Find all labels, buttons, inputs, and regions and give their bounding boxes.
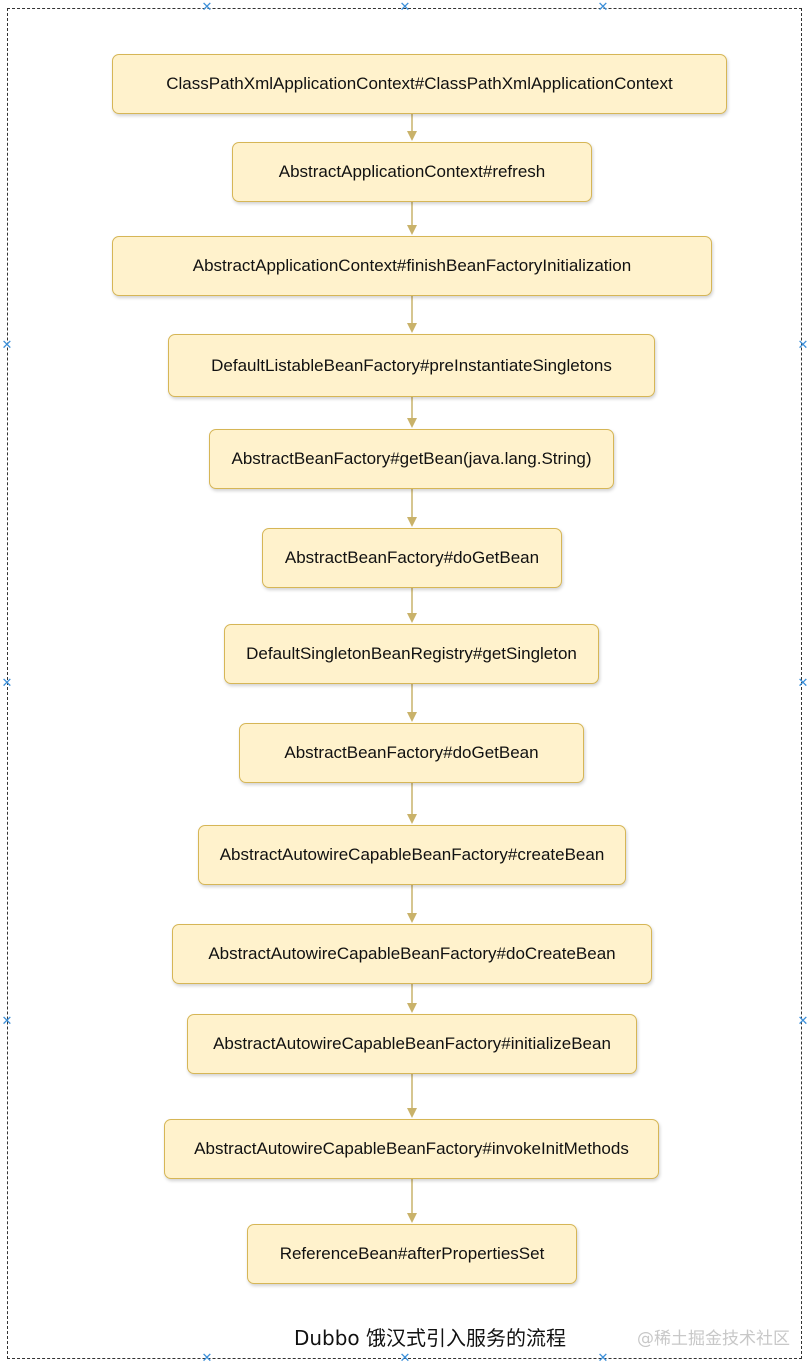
- flow-arrow-head: [407, 613, 417, 623]
- flow-arrow-head: [407, 712, 417, 722]
- selection-handle-icon[interactable]: ✕: [797, 1014, 809, 1029]
- flow-node[interactable]: DefaultSingletonBeanRegistry#getSingleto…: [224, 624, 599, 684]
- selection-handle-icon[interactable]: ✕: [797, 676, 809, 691]
- flow-arrow-head: [407, 1213, 417, 1223]
- flow-node[interactable]: AbstractBeanFactory#getBean(java.lang.St…: [209, 429, 614, 489]
- selection-handle-icon[interactable]: ✕: [597, 1351, 609, 1366]
- flow-arrow-head: [407, 517, 417, 527]
- watermark: @稀土掘金技术社区: [637, 1329, 790, 1349]
- flow-arrow-head: [407, 131, 417, 141]
- flow-node[interactable]: AbstractAutowireCapableBeanFactory#invok…: [164, 1119, 659, 1179]
- flow-node[interactable]: ReferenceBean#afterPropertiesSet: [247, 1224, 577, 1284]
- selection-handle-icon[interactable]: ✕: [1, 338, 13, 353]
- flow-node[interactable]: DefaultListableBeanFactory#preInstantiat…: [168, 334, 655, 397]
- selection-handle-icon[interactable]: ✕: [1, 676, 13, 691]
- flow-node[interactable]: AbstractApplicationContext#finishBeanFac…: [112, 236, 712, 296]
- flow-arrow-head: [407, 913, 417, 923]
- flow-arrow-head: [407, 1003, 417, 1013]
- flow-node[interactable]: AbstractApplicationContext#refresh: [232, 142, 592, 202]
- selection-handle-icon[interactable]: ✕: [201, 1351, 213, 1366]
- flow-arrow-head: [407, 323, 417, 333]
- selection-handle-icon[interactable]: ✕: [399, 0, 411, 15]
- flow-node[interactable]: AbstractAutowireCapableBeanFactory#initi…: [187, 1014, 637, 1074]
- selection-handle-icon[interactable]: ✕: [399, 1351, 411, 1366]
- flow-node[interactable]: AbstractAutowireCapableBeanFactory#creat…: [198, 825, 626, 885]
- flow-node[interactable]: AbstractBeanFactory#doGetBean: [239, 723, 584, 783]
- diagram-caption: Dubbo 饿汉式引入服务的流程: [293, 1326, 567, 1350]
- flow-node[interactable]: ClassPathXmlApplicationContext#ClassPath…: [112, 54, 727, 114]
- flow-arrow-head: [407, 814, 417, 824]
- flow-node[interactable]: AbstractAutowireCapableBeanFactory#doCre…: [172, 924, 652, 984]
- diagram-frame: [7, 8, 802, 1359]
- flow-arrow-head: [407, 418, 417, 428]
- selection-handle-icon[interactable]: ✕: [1, 1014, 13, 1029]
- selection-handle-icon[interactable]: ✕: [201, 0, 213, 15]
- flow-node[interactable]: AbstractBeanFactory#doGetBean: [262, 528, 562, 588]
- flow-arrow-head: [407, 1108, 417, 1118]
- selection-handle-icon[interactable]: ✕: [597, 0, 609, 15]
- flow-arrow-head: [407, 225, 417, 235]
- selection-handle-icon[interactable]: ✕: [797, 338, 809, 353]
